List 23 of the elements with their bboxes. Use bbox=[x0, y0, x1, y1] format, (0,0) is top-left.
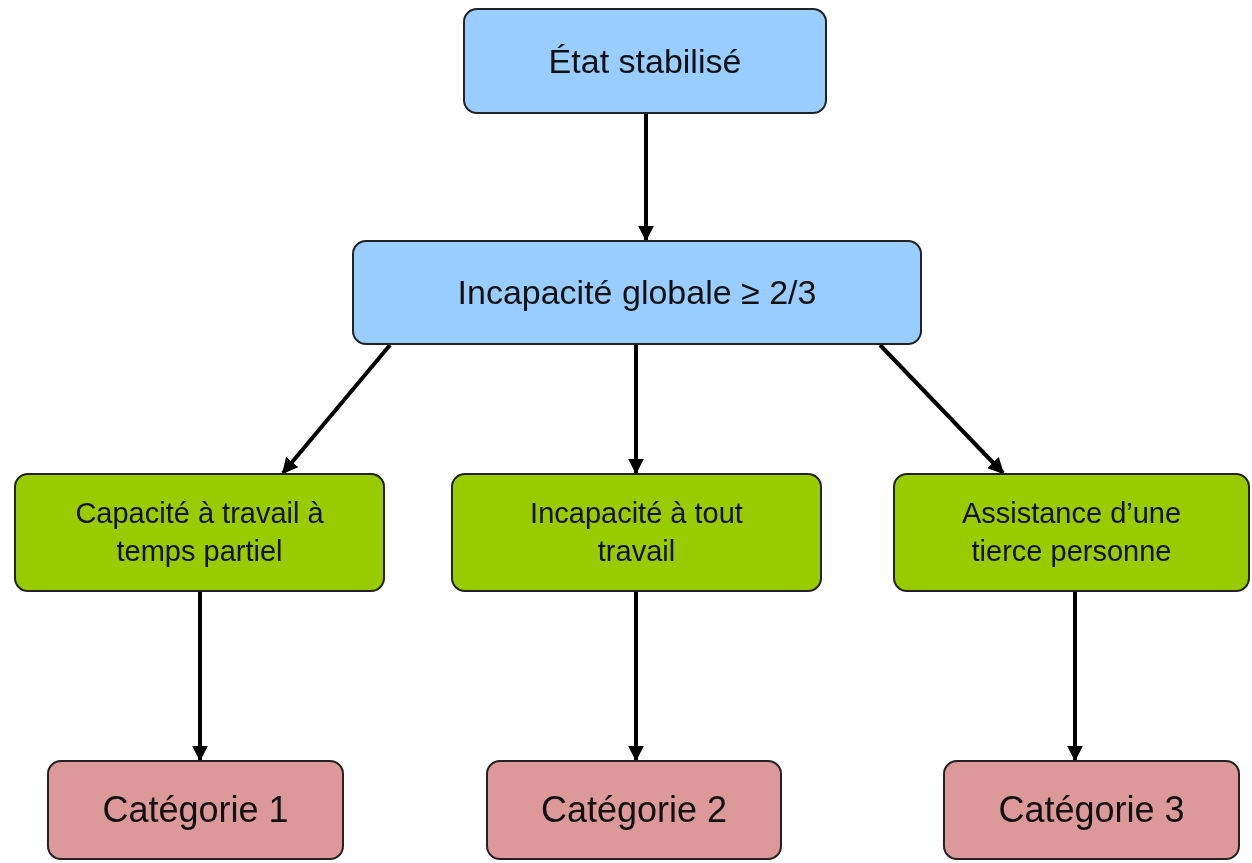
arrow bbox=[1067, 592, 1083, 762]
arrow bbox=[638, 114, 654, 242]
node-label: Capacité à travail à temps partiel bbox=[74, 495, 325, 569]
criterion-box bbox=[451, 473, 822, 592]
process-box bbox=[463, 8, 827, 114]
arrow bbox=[878, 343, 1005, 475]
arrow bbox=[192, 592, 208, 762]
node-label: Incapacité globale ≥ 2/3 bbox=[456, 272, 818, 314]
criterion-box bbox=[893, 473, 1250, 592]
node-label: État stabilisé bbox=[547, 40, 743, 82]
category-box bbox=[943, 760, 1240, 860]
node-label: Incapacité à tout travail bbox=[529, 495, 744, 569]
criterion-box bbox=[14, 473, 385, 592]
category-box bbox=[486, 760, 782, 860]
node-label: Catégorie 3 bbox=[997, 787, 1186, 832]
category-box bbox=[47, 760, 344, 860]
node-label: Catégorie 1 bbox=[101, 787, 290, 832]
arrow bbox=[628, 592, 644, 762]
node-label: Catégorie 2 bbox=[539, 787, 729, 832]
arrow bbox=[281, 343, 392, 475]
arrow bbox=[628, 345, 644, 475]
node-label: Assistance d’une tierce personne bbox=[960, 495, 1183, 569]
process-box bbox=[352, 240, 922, 345]
